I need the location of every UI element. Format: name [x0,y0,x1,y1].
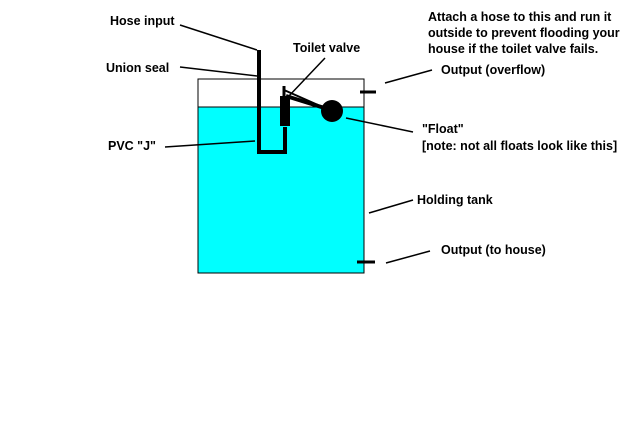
note-line-2: outside to prevent flooding your [428,26,620,40]
label-float: "Float" [422,122,464,136]
float-arm-upper [283,89,319,106]
note-line-1: Attach a hose to this and run it [428,10,612,24]
label-output-house: Output (to house) [441,243,546,257]
leader-holding-tank [368,199,414,214]
toilet-valve-body [280,96,290,126]
label-hose-input: Hose input [110,14,175,28]
pvc-j-pipe [257,50,287,154]
label-union-seal: Union seal [106,61,169,75]
leader-overflow [384,69,433,84]
label-toilet-valve: Toilet valve [293,41,360,55]
leader-pvc-j [164,140,256,148]
label-float-note: [note: not all floats look like this] [422,139,617,153]
leader-toilet-valve [287,57,326,98]
note-line-3: house if the toilet valve fails. [428,42,598,56]
leader-hose-input [179,24,258,51]
leader-float [345,117,414,133]
leader-output-house [385,250,431,264]
float-ball [321,100,343,122]
label-holding-tank: Holding tank [417,193,493,207]
leader-union-seal [179,66,258,77]
label-pvc-j: PVC "J" [108,139,156,153]
label-output-overflow: Output (overflow) [441,63,545,77]
tank-water [197,106,365,274]
